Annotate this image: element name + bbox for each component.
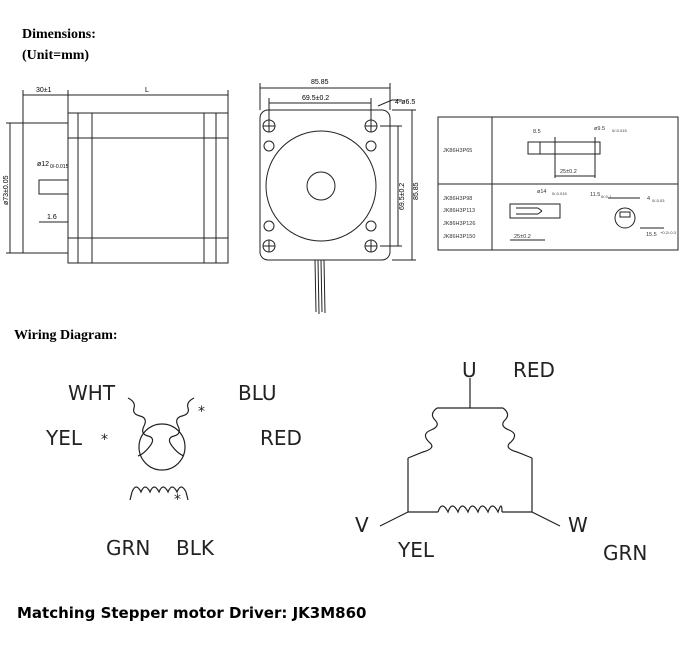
table-row2-dia: ø14 bbox=[537, 189, 546, 195]
table-model-row2-b: JK86H3P113 bbox=[443, 208, 475, 214]
coil-left bbox=[127, 397, 154, 457]
terminal-v: V bbox=[355, 513, 369, 537]
wire-wht: WHT bbox=[68, 381, 116, 405]
dot-left: * bbox=[101, 432, 108, 448]
wire-blk: BLK bbox=[176, 536, 215, 560]
front-shaft bbox=[306, 171, 336, 201]
table-row2-key-a: 11.5 bbox=[590, 192, 600, 198]
dim-hole-spacing: 69.5±0.2 bbox=[302, 95, 329, 102]
wire-u-red: RED bbox=[513, 358, 555, 382]
coil-right bbox=[168, 397, 195, 457]
table-model-row2-c: JK86H3P126 bbox=[443, 221, 475, 227]
front-pilot bbox=[265, 130, 377, 242]
dim-side-spacing: 69.5±0.2 bbox=[399, 183, 406, 210]
wiring-heading: Wiring Diagram: bbox=[14, 328, 118, 343]
table-row2-key-b-tol: 0/-0.03 bbox=[652, 198, 665, 203]
table-model-row2-d: JK86H3P150 bbox=[443, 234, 475, 240]
wire-red: RED bbox=[260, 426, 302, 450]
table-row1-key: 8.5 bbox=[533, 129, 541, 135]
wire-v-yel: YEL bbox=[397, 538, 435, 562]
wiring-delta bbox=[379, 378, 561, 527]
wiring-bipolar bbox=[127, 397, 195, 501]
terminal-w: W bbox=[568, 513, 588, 537]
dim-pilot-diameter: ø73±0.05 bbox=[3, 175, 10, 205]
dim-front-height: 85.85 bbox=[413, 182, 420, 200]
terminal-u: U bbox=[462, 358, 477, 382]
table-row2-key-b: 4 bbox=[647, 196, 650, 202]
rotor-circle bbox=[138, 423, 186, 471]
side-flange bbox=[22, 122, 69, 254]
coil-bottom bbox=[131, 486, 187, 494]
dim-shaft-tolerance: 0/-0.015 bbox=[50, 164, 69, 170]
table-row1-dia-tol: 0/-0.015 bbox=[612, 128, 627, 133]
dimensions-heading: Dimensions: bbox=[22, 27, 96, 42]
table-row2-key-c-tol: +0.2/-0.3 bbox=[660, 230, 677, 235]
table-row1-len: 25±0.2 bbox=[560, 169, 577, 175]
table-model-row1: JK86H3P65 bbox=[443, 148, 472, 154]
shaft-table bbox=[437, 116, 679, 251]
dim-holes: 4-ø6.5 bbox=[395, 99, 415, 106]
wire-blu: BLU bbox=[238, 381, 277, 405]
side-shaft bbox=[38, 179, 69, 195]
dim-front-width: 85.85 bbox=[311, 79, 329, 86]
dot-right: * bbox=[198, 404, 205, 420]
wire-w-grn: GRN bbox=[603, 541, 647, 565]
table-row1-dia: ø9.5 bbox=[594, 126, 605, 132]
footer-driver: Matching Stepper motor Driver: JK3M860 bbox=[17, 604, 367, 622]
dim-body-length: L bbox=[145, 87, 149, 94]
dim-flat: 1.6 bbox=[47, 214, 57, 221]
dot-bottom: * bbox=[174, 492, 181, 508]
table-row2-key-c: 15.5 bbox=[646, 232, 657, 238]
coil-u-v bbox=[407, 407, 438, 459]
dim-shaft-length: 30±1 bbox=[36, 87, 52, 94]
wire-grn: GRN bbox=[106, 536, 150, 560]
table-row2-len: 25±0.2 bbox=[514, 234, 531, 240]
front-view bbox=[259, 83, 416, 315]
side-view bbox=[6, 90, 229, 264]
wire-yel: YEL bbox=[45, 426, 83, 450]
table-row2-key-a-tol: 0/-0.1 bbox=[601, 194, 612, 199]
front-flange bbox=[259, 109, 391, 261]
dim-shaft-diameter: ø12 bbox=[37, 161, 49, 168]
table-model-row2-a: JK86H3P98 bbox=[443, 196, 472, 202]
coil-u-w bbox=[502, 407, 533, 459]
unit-label: (Unit=mm) bbox=[22, 48, 90, 63]
coil-v-w bbox=[437, 505, 503, 514]
table-row2-dia-tol: 0/-0.015 bbox=[552, 191, 567, 196]
